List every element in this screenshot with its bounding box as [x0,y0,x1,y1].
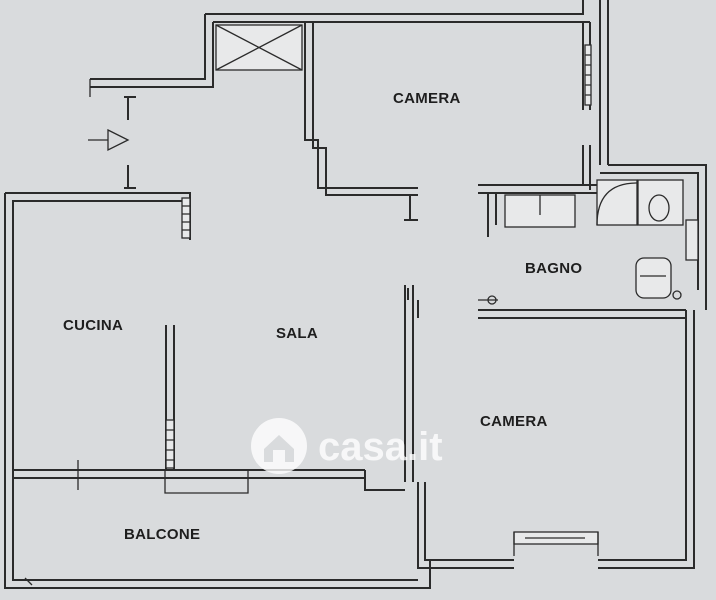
outer-walls [4,0,707,589]
watermark-text: casa.it [318,425,443,469]
room-label-cucina: CUCINA [63,317,123,334]
room-label-camera-top: CAMERA [393,90,461,107]
room-labels: CAMERA BAGNO CUCINA SALA CAMERA BALCONE [63,90,582,543]
room-label-camera-right: CAMERA [480,413,548,430]
inner-walls [13,22,686,494]
entrance-arrow-icon [88,128,130,152]
fixtures [24,24,699,586]
casa-it-watermark: casa.it [251,418,443,474]
room-label-balcone: BALCONE [124,526,200,543]
house-logo-icon [251,418,307,474]
room-label-sala: SALA [276,325,318,342]
room-label-bagno: BAGNO [525,260,582,277]
